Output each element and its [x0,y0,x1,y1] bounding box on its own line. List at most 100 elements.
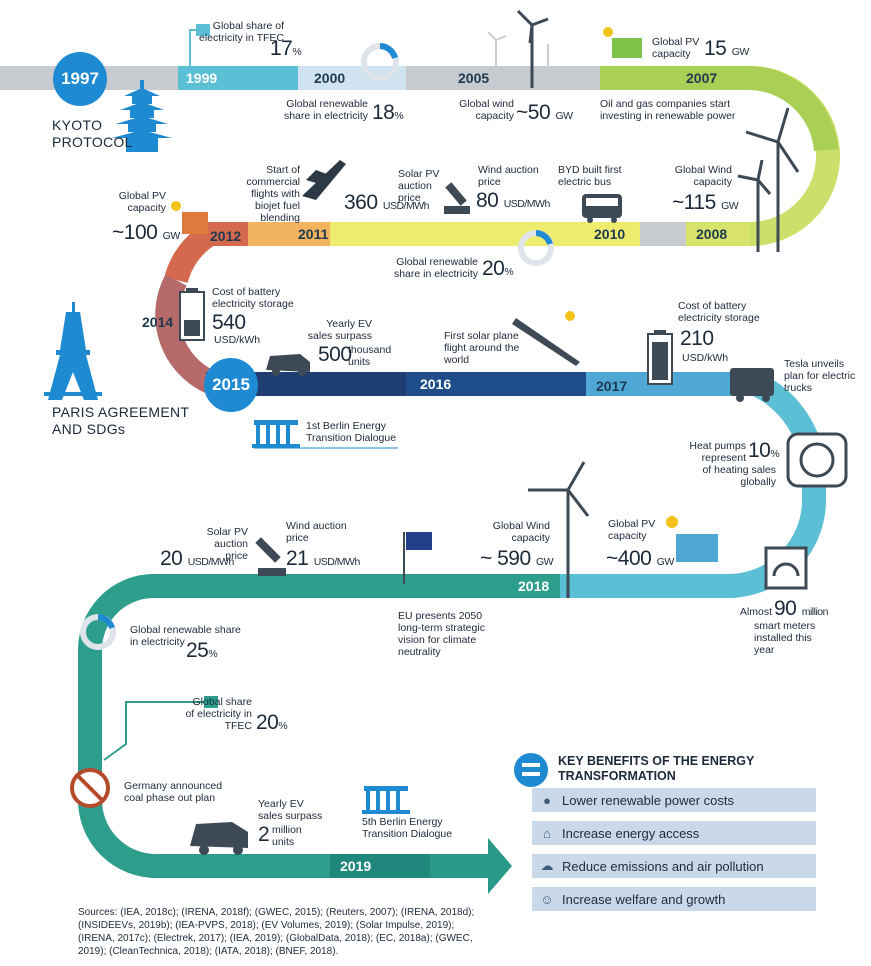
label-2005: Global wind capacity [459,98,514,122]
label-2012: Global PV capacity [118,190,166,214]
year-2016: 2016 [420,376,452,392]
value-2007-pv: 15 GW [704,38,749,63]
label-2015-berlin: 1st Berlin Energy Transition Dialogue [306,420,397,444]
label-2019-ev: Yearly EV sales surpass [258,798,323,822]
value-2018-pv-unit: GW [656,556,675,568]
road-2019-dark [330,854,430,878]
year-2011: 2011 [298,226,329,242]
badge-1997: 1997 [53,52,107,106]
benefit-item-2: ⌂ Increase energy access [532,821,816,845]
value-2012-prefix: ~ [112,221,124,244]
value-2012-num: 100 [123,221,158,244]
value-2017-heat-num: 10 [748,439,771,462]
year-2014: 2014 [142,314,174,330]
wind-turbine-icon [516,9,549,88]
value-2010-solar-num: 360 [344,191,378,214]
label-2007-pv: Global PV capacity [652,36,700,60]
co2-cloud-icon: ☁ [540,858,554,873]
battery-2017-icon [647,330,673,385]
value-2018-gwind-num: 590 [497,547,531,570]
plug-1999-icon [189,29,196,66]
value-2015-ev: 500 [318,343,352,366]
value-2005-unit: GW [555,110,573,122]
value-2000: 18% [372,102,404,127]
benefit-item-4: ☺Increase welfare and growth [532,887,816,911]
benefit-label-2: Increase energy access [562,825,700,841]
value-2018-pv: ~400 GW [606,548,674,573]
pie-2019-slice [97,614,115,630]
year-2008: 2008 [696,226,728,242]
label-2011: Start of commercial flights with biojet … [246,164,300,224]
unit-2015-ev: thousand units [348,344,392,368]
plug-2019-head [204,696,218,708]
value-2000-unit: % [394,110,404,122]
value-2008: ~115 GW [672,191,739,217]
road-gap [640,222,686,246]
ev-car-2015-icon [266,354,310,376]
road-arrowhead [488,838,512,894]
berlin-gate-2019-icon [362,786,410,814]
pagoda-icon [112,80,172,152]
value-2019-tfec-num: 20 [256,711,279,734]
value-2010-wind-unit: USD/MWh [503,198,551,210]
road-2008 [686,222,750,246]
label-2017-heat-2: of heating sales globally [702,464,776,488]
year-2010: 2010 [594,226,626,242]
road-2010 [330,222,640,246]
benefits-title: KEY BENEFITS OF THE ENERGY TRANSFORMATIO… [558,754,755,783]
value-2014: 540 [212,311,246,334]
value-2018-meters-unit: million [801,606,829,618]
label-2016: First solar plane flight around the worl… [444,330,520,366]
value-1999-unit: % [292,46,302,58]
kyoto-line1: KYOTO [52,117,103,133]
eiffel-tower-icon [44,302,102,400]
sun-2012-icon [171,201,181,211]
label-2019-ren: Global renewable share in electricity [130,624,241,648]
year-2019: 2019 [340,858,372,874]
value-2018-gwind-unit: GW [536,556,554,568]
label-2008: Global Wind capacity [674,164,732,188]
value-2019-tfec-unit: % [278,720,288,732]
label-2018-gwind: Global Wind capacity [492,520,550,544]
label-2017-heat-1: Heat pumps represent [689,440,746,464]
label-1999: Global share of electricity in TFEC [199,20,284,44]
road-2019 [150,854,330,878]
value-2005-num: 50 [527,101,551,124]
battery-2014-icon [179,288,205,341]
sources-text: Sources: (IEA, 2018c); (IRENA, 2018f); (… [78,907,475,957]
equals-bar-top [522,763,540,767]
road-2007 [600,66,750,90]
value-1999-num: 17 [270,37,293,60]
benefit-label-4: Increase welfare and growth [562,891,726,907]
value-2008-num: 115 [683,191,716,214]
label-2018-wind: Wind auction price [286,520,347,544]
label-2018-solar: Solar PV auction price [206,526,248,562]
value-2018-wind-num: 21 [286,547,309,570]
house-icon: ⌂ [543,825,551,841]
value-1999: 17% [270,37,302,63]
value-2019-ren-num: 25 [186,639,209,662]
sun-2018-icon [666,516,678,528]
gavel-2018-icon [255,537,286,576]
equals-icon [514,753,548,787]
solar-panel-2007-icon [612,38,642,58]
value-2019-ev: 2 [258,823,270,846]
benefit-item-3: ☁ Reduce emissions and air pollution [532,854,816,878]
value-2007-pv-unit: GW [731,46,750,58]
road-2018-light [560,574,735,598]
value-2017-heat: 10% [748,439,780,465]
value-2010-wind: 80 USD/MWh [476,190,550,215]
badge-2015: 2015 [204,358,258,412]
benefit-label-3: Reduce emissions and air pollution [562,858,764,874]
value-2018-meters: 90 million [774,598,828,623]
label-2019-coal: Germany announced coal phase out plan [124,780,223,804]
road-curve-left-1b [155,274,216,393]
road-1999 [178,66,298,90]
wind-turbines-2008-icon [737,107,800,252]
smart-meter-icon [764,546,808,590]
solar-panel-2018-icon [676,534,718,562]
label-2018-eu: EU presents 2050 long-term strategic vis… [398,610,485,658]
benefit-item-1: ●Lower renewable power costs [532,788,816,812]
year-1999: 1999 [186,70,218,86]
